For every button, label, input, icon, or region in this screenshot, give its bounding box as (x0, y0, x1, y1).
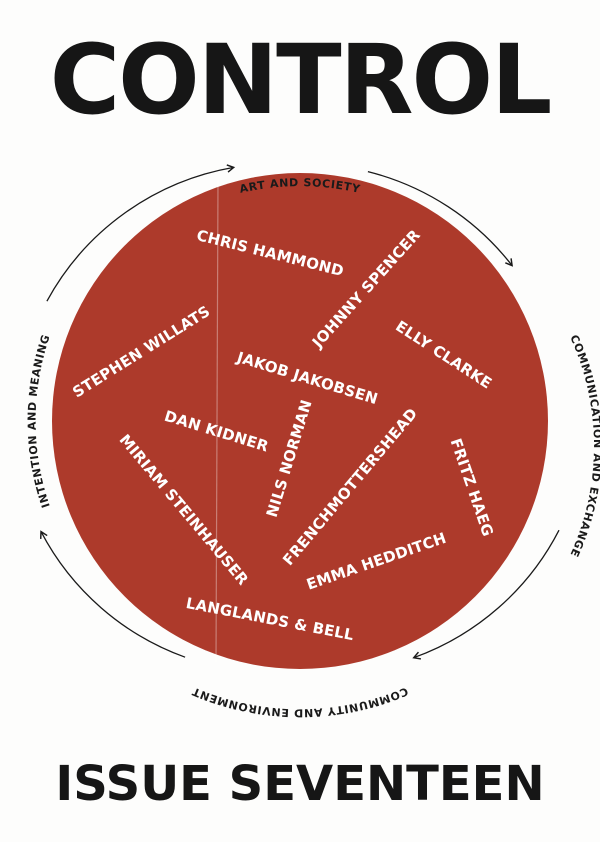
ring-arc-left (46, 164, 236, 302)
ring-arc-top (367, 170, 514, 267)
disc-crease (215, 179, 219, 663)
ring-label-right: COMMUNICATION AND EXCHANGE (567, 333, 600, 559)
ring-label-left: INTENTION AND MEANING (26, 333, 53, 510)
ring-arc-bottom (39, 530, 186, 658)
red-circle (52, 173, 548, 669)
issue-number: ISSUE SEVENTEEN (55, 756, 545, 812)
masthead-title: CONTROL (49, 24, 553, 136)
ring-label-bottom: COMMUNITY AND ENVIRONMENT (190, 684, 410, 719)
ring-arc-right (412, 529, 560, 660)
